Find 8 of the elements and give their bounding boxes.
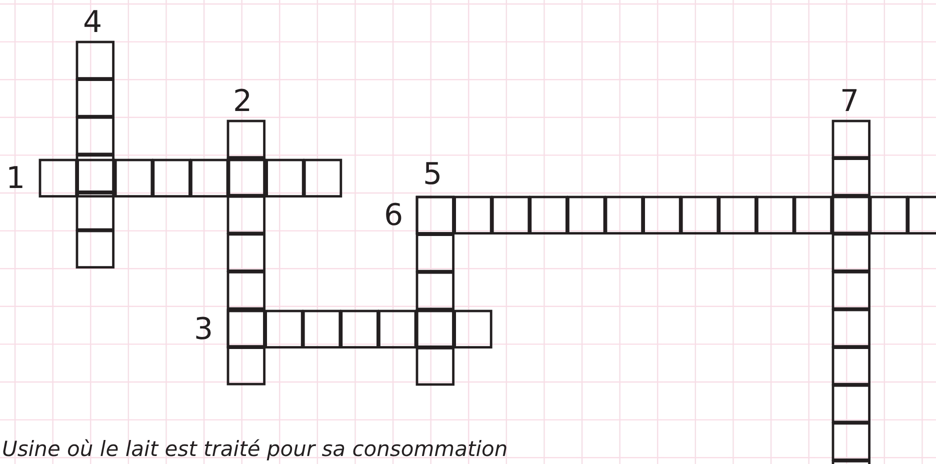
clue-number: 7	[840, 87, 860, 117]
clue-number: 3	[194, 315, 214, 345]
clue-number: 4	[83, 8, 102, 38]
clue-number: 5	[423, 160, 442, 190]
clue-text: Usine où le lait est traité pour sa consommation	[2, 437, 508, 461]
clue-number: 6	[384, 201, 404, 231]
clue-number: 2	[233, 87, 252, 117]
clue-number: 1	[6, 164, 26, 194]
